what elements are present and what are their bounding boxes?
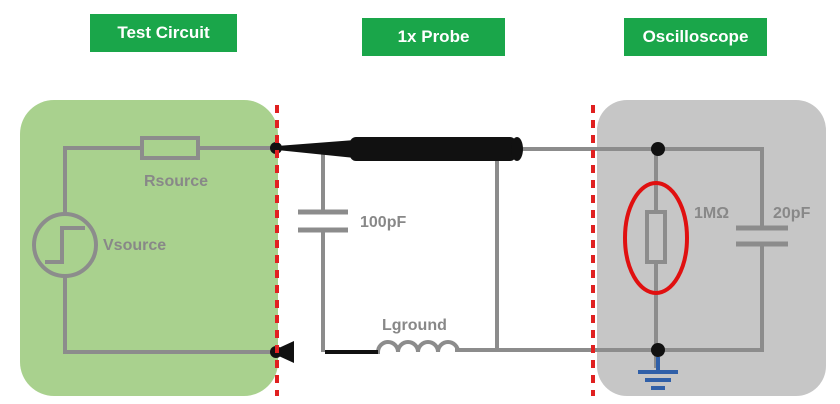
scope-capacitor <box>736 225 788 247</box>
junction-dot <box>651 142 665 156</box>
lground-label: Lground <box>382 317 447 334</box>
vsource-label: Vsource <box>103 237 166 254</box>
test-circuit-header: Test Circuit <box>90 14 237 52</box>
scope-resistor <box>645 210 667 264</box>
oscilloscope-header: Oscilloscope <box>624 18 767 56</box>
rsource-label: Rsource <box>144 173 208 190</box>
highlight-ellipse <box>623 181 689 295</box>
scope-capacitor-label: 20pF <box>773 205 811 222</box>
probe-header: 1x Probe <box>362 18 505 56</box>
ground-icon <box>638 357 678 390</box>
rsource-resistor <box>140 136 200 160</box>
wires <box>63 146 764 368</box>
probe-capacitor-label: 100pF <box>360 214 406 231</box>
junction-dot <box>651 343 665 357</box>
probe-capacitor <box>298 209 348 233</box>
vsource-symbol <box>32 212 98 278</box>
scope-resistor-label: 1MΩ <box>694 205 729 222</box>
lground-inductor <box>325 340 460 354</box>
test-circuit-region <box>20 100 278 396</box>
probe-body <box>277 137 523 161</box>
